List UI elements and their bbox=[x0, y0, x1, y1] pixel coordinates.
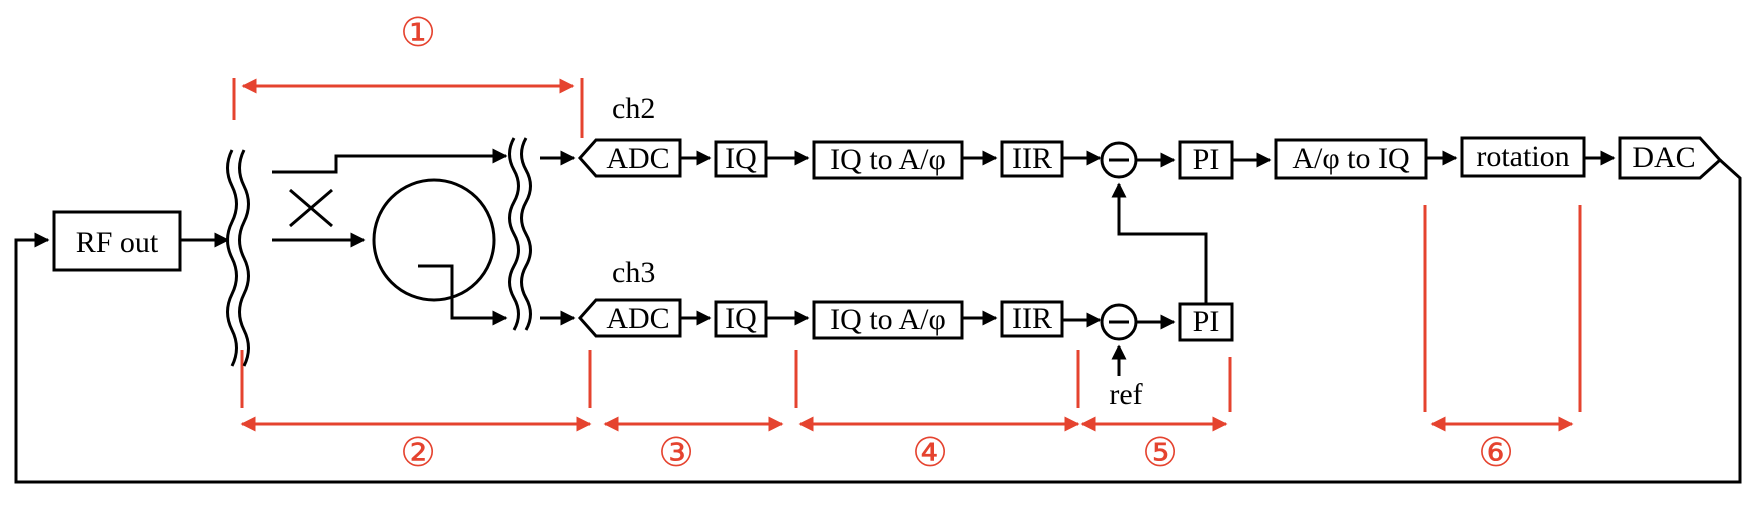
section-marker-5: ⑤ bbox=[1142, 430, 1178, 475]
coupled-path-wire bbox=[272, 148, 508, 174]
right-break-lines bbox=[508, 137, 532, 331]
ch3-adc-block: ADC bbox=[577, 298, 682, 338]
dac-block: DAC bbox=[1618, 136, 1723, 180]
ch3-iir-block: IIR bbox=[1000, 300, 1064, 338]
ch2-pi-block: PI bbox=[1178, 140, 1234, 180]
ch3-adc-label: ADC bbox=[606, 302, 669, 335]
ch2-subtractor-icon bbox=[1100, 141, 1138, 179]
rf-out-block: RF out bbox=[52, 210, 182, 272]
ch3-subtractor-icon bbox=[1100, 303, 1138, 341]
aphi-to-iq-block: A/φ to IQ bbox=[1274, 138, 1428, 180]
ch2-iq-to-aphi-label: IQ to A/φ bbox=[830, 143, 946, 176]
section-marker-4: ④ bbox=[912, 430, 948, 475]
section-markers: ① ② ③ ④ ⑤ ⑥ bbox=[400, 10, 1514, 475]
dac-label: DAC bbox=[1632, 141, 1695, 174]
ch3-iq-block: IQ bbox=[714, 300, 768, 338]
annotation-brackets bbox=[232, 78, 1582, 432]
section-marker-1: ① bbox=[400, 10, 436, 55]
ch2-adc-label: ADC bbox=[606, 142, 669, 175]
ch3-iq-label: IQ bbox=[725, 302, 757, 335]
ch2-iq-label: IQ bbox=[725, 142, 757, 175]
ch2-iq-to-aphi-block: IQ to A/φ bbox=[812, 140, 964, 180]
ch3-iq-to-aphi-label: IQ to A/φ bbox=[830, 303, 946, 336]
ch2-adc-block: ADC bbox=[577, 138, 682, 178]
left-break-lines bbox=[226, 149, 250, 367]
section-marker-6: ⑥ bbox=[1478, 430, 1514, 475]
rotation-label: rotation bbox=[1476, 140, 1569, 173]
cavity-output-wire bbox=[418, 264, 508, 326]
ch3-pi-label: PI bbox=[1193, 305, 1220, 338]
rotation-block: rotation bbox=[1460, 136, 1586, 178]
ch2-pi-label: PI bbox=[1193, 143, 1220, 176]
ch3-pi-block: PI bbox=[1178, 302, 1234, 342]
rf-out-label: RF out bbox=[76, 226, 159, 259]
feedback-loop-wire bbox=[14, 158, 1742, 484]
ch3-to-ch2-feedback-wire bbox=[1111, 182, 1208, 304]
cavity-circle-icon bbox=[372, 178, 496, 302]
ref-label: ref bbox=[1109, 378, 1142, 411]
ch3-iq-to-aphi-block: IQ to A/φ bbox=[812, 300, 964, 340]
ch2-iq-block: IQ bbox=[714, 140, 768, 178]
ch2-iir-block: IIR bbox=[1000, 140, 1064, 178]
ch3-label: ch3 bbox=[612, 256, 655, 289]
ch2-label: ch2 bbox=[612, 92, 655, 125]
ch2-iir-label: IIR bbox=[1012, 142, 1052, 175]
ch3-iir-label: IIR bbox=[1012, 302, 1052, 335]
coupler-cross-icon bbox=[289, 188, 333, 228]
aphi-to-iq-label: A/φ to IQ bbox=[1292, 142, 1410, 175]
section-marker-2: ② bbox=[400, 430, 436, 475]
section-marker-3: ③ bbox=[658, 430, 694, 475]
